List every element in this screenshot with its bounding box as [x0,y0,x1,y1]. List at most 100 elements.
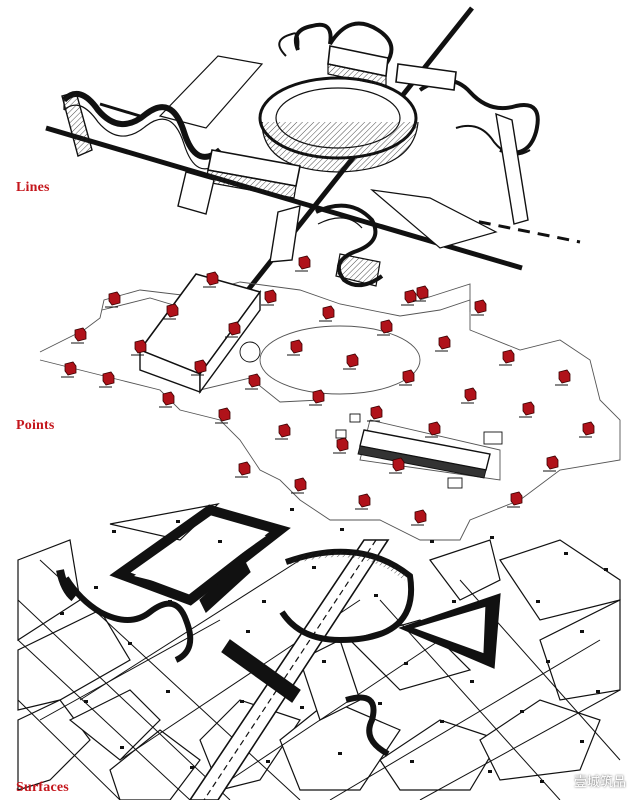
plate-left [158,55,264,129]
surface-marker [488,770,492,773]
folly-marker [461,387,477,404]
surface-marker [536,600,540,603]
plate-right [370,189,498,249]
folly-marker [519,401,535,418]
surface-marker [520,710,524,713]
surface-marker [452,600,456,603]
surface-marker [84,700,88,703]
wavy-ribbon [63,576,194,663]
folly-marker [61,361,77,378]
curl-surface [345,694,390,757]
layer-label-surfaces: Surfaces [16,780,69,795]
folly-marker [435,335,451,352]
folly-marker [333,437,349,454]
surface-marker [470,680,474,683]
folly-marker [377,319,393,336]
pillar-left [61,91,93,157]
folly-marker [203,271,219,288]
folly-marker [499,349,515,366]
surface-marker [410,760,414,763]
dark-band [221,639,301,703]
surface-marker [176,520,180,523]
lines-layer [45,6,581,302]
folly-marker [401,289,417,306]
folly-marker [319,305,335,322]
surface-marker [218,540,222,543]
folly-marker [425,421,441,438]
folly-marker [225,321,241,338]
central-oval-ghost [259,325,421,395]
folly-marker [367,405,383,422]
surface-marker [580,630,584,633]
layer-label-lines: Lines [16,180,50,195]
surface-marker [166,690,170,693]
surfaces-layer [17,503,621,801]
folly-marker [295,255,311,272]
surface-marker [94,586,98,589]
wavy-wall-left [61,90,222,160]
surface-marker [312,566,316,569]
folly-marker [355,493,371,510]
surface-marker [290,508,294,511]
folly-marker [191,359,207,376]
folly-marker [163,303,179,320]
wechat-icon [552,773,570,788]
surface-marker [266,760,270,763]
folly-marker [99,371,115,388]
folly-marker [389,457,405,474]
folly-marker [471,299,487,316]
surface-marker [168,600,172,603]
surface-marker [262,600,266,603]
wavy-wall-right [418,78,540,155]
surface-marker [430,540,434,543]
surface-marker [374,594,378,597]
folly-marker [287,339,303,356]
folly-marker [399,369,415,386]
surface-marker [60,612,64,615]
surface-marker [128,642,132,645]
folly-marker [245,373,261,390]
surface-marker [564,552,568,555]
folly-marker [291,477,307,494]
folly-marker [105,291,121,308]
wavy-wall-top [293,21,394,66]
watermark-text: 壹城筑品 [573,775,626,790]
pillar-lower [269,205,301,263]
folly-marker [159,391,175,408]
folly-marker [579,421,595,438]
pillar-right [495,112,529,225]
folly-marker [411,509,427,526]
folly-marker [261,289,277,306]
surface-marker [240,700,244,703]
gallery-box-2 [395,63,457,91]
surface-marker [120,746,124,749]
surface-marker [246,630,250,633]
surface-marker [378,702,382,705]
points-layer [39,273,621,541]
surface-marker [580,740,584,743]
surface-marker [596,690,600,693]
watermark: 壹城筑品 [552,771,626,790]
folly-marker [235,461,251,478]
surface-markers [60,508,608,783]
surface-marker [190,766,194,769]
surface-marker [112,530,116,533]
folly-marker [215,407,231,424]
surface-marker [604,568,608,571]
folly-marker [413,285,429,302]
surface-marker [490,536,494,539]
surface-marker [300,706,304,709]
surface-marker [228,570,232,573]
surface-marker [540,780,544,783]
folly-marker [343,353,359,370]
folly-marker [71,327,87,344]
folly-points [61,255,595,526]
folly-marker [131,339,147,356]
surface-marker [322,660,326,663]
surface-marker [440,720,444,723]
surface-marker [546,660,550,663]
layer-label-points: Points [16,418,55,433]
folly-marker [309,389,325,406]
folly-marker [543,455,559,472]
